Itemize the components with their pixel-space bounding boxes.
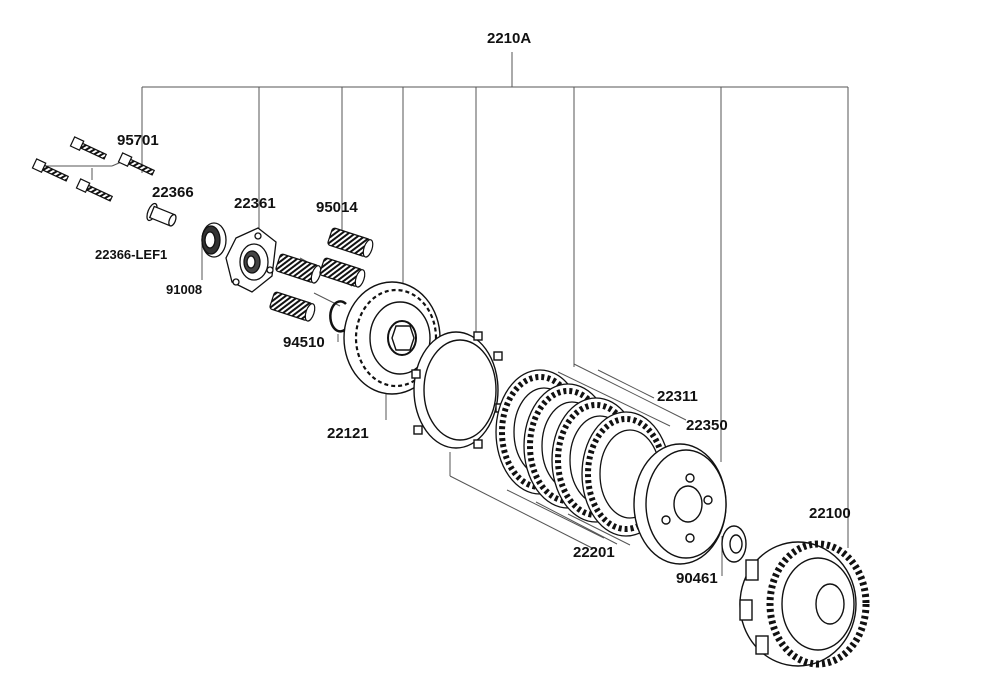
clutch-housing-22100-icon <box>739 540 870 668</box>
push-pin-22366-icon <box>146 202 177 227</box>
clutch-hub-22121-icon <box>343 281 441 395</box>
label-part-22311[interactable]: 22311 <box>657 388 698 405</box>
label-part-22100[interactable]: 22100 <box>809 505 851 522</box>
plate-stack-22201-22311-icon <box>495 369 671 537</box>
label-part-95014[interactable]: 95014 <box>316 199 358 216</box>
bolt-95701-icon <box>31 136 156 202</box>
bearing-91008-icon <box>201 222 227 258</box>
label-assembly-2210a[interactable]: 2210A <box>487 30 532 47</box>
assembly-leader-lines <box>141 52 849 548</box>
label-part-22366[interactable]: 22366 <box>152 184 194 201</box>
label-part-94510[interactable]: 94510 <box>283 334 325 351</box>
label-part-22201[interactable]: 22201 <box>573 544 615 561</box>
label-part-91008[interactable]: 91008 <box>166 282 203 297</box>
label-part-22121[interactable]: 22121 <box>327 425 369 442</box>
label-part-95701[interactable]: 95701 <box>117 132 159 149</box>
washer-90461-icon <box>721 525 747 563</box>
clutch-springs-95014-icon <box>269 227 374 322</box>
label-part-22361[interactable]: 22361 <box>234 195 276 212</box>
pressure-plate-22350-icon <box>633 443 727 565</box>
label-part-22366-lef1[interactable]: 22366-LEF1 <box>95 247 168 262</box>
drive-plate-icon <box>411 331 505 449</box>
label-part-22350[interactable]: 22350 <box>686 417 728 434</box>
lifter-plate-22361-icon <box>225 227 277 293</box>
circlip-94510-icon <box>329 300 350 333</box>
label-part-90461[interactable]: 90461 <box>676 570 718 587</box>
